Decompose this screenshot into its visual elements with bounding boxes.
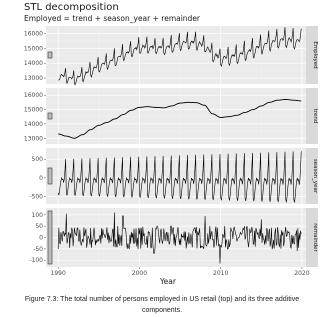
- scale-bar: [47, 167, 53, 185]
- panel-remainder: -100 -50 0 50 100 remainder 1990 2000 2010 2020: [29, 208, 318, 277]
- facet-strip: [306, 148, 318, 204]
- y-tick-label: 16000: [24, 92, 43, 99]
- scale-bar: [47, 112, 53, 120]
- panel-background: [46, 88, 306, 144]
- y-tick-label: 14000: [24, 60, 43, 67]
- panel-background: [46, 148, 306, 204]
- y-tick-label: 15000: [24, 107, 43, 114]
- panel-season-year: -500 0 500 season_year: [29, 148, 318, 204]
- series-line-trend: [58, 99, 302, 139]
- facet-strip: [306, 88, 318, 144]
- y-tick-label: 500: [32, 156, 44, 163]
- x-tick-label: 2020: [294, 270, 309, 277]
- x-axis-label: Year: [159, 277, 177, 286]
- x-tick-label: 1990: [51, 270, 66, 277]
- series-line-remainder: [57, 212, 302, 264]
- x-tick-label: 2010: [213, 270, 228, 277]
- y-tick-label: 16000: [24, 30, 43, 37]
- y-tick-label: 0: [39, 175, 43, 182]
- scale-bar: [47, 210, 53, 265]
- series-line-Employed: [58, 27, 302, 86]
- facet-strip: [306, 26, 318, 84]
- facet-strip-label: season_year: [312, 159, 318, 194]
- y-tick-label: -100: [29, 257, 43, 264]
- facet-strip: [306, 208, 318, 267]
- panels-group: 13000140001500016000Employed130001400015…: [24, 26, 318, 277]
- y-tick-label: 15000: [24, 45, 43, 52]
- panel-trend: 13000 14000 15000 16000 trend: [24, 88, 318, 144]
- x-tick-label: 2000: [132, 270, 147, 277]
- y-tick-label: 13000: [24, 135, 43, 142]
- y-tick-label: 50: [35, 223, 43, 230]
- figure-caption: Figure 7.3: The total number of persons …: [24, 296, 300, 314]
- facet-strip-label: remainder: [312, 223, 318, 252]
- panel-background: [46, 26, 306, 84]
- facet-strip-label: trend: [312, 109, 318, 124]
- y-tick-label: 0: [39, 235, 43, 242]
- chart-title: STL decomposition: [24, 2, 119, 13]
- y-tick-label: 14000: [24, 121, 43, 128]
- facet-strip-label: Employed: [312, 41, 318, 68]
- y-tick-label: -50: [33, 246, 43, 253]
- series-line-season-year: [57, 151, 302, 203]
- scale-bar: [47, 51, 53, 59]
- chart-subtitle: Employed = trend + season_year + remaind…: [24, 14, 201, 23]
- y-tick-label: -500: [29, 194, 43, 201]
- y-tick-label: 13000: [24, 75, 43, 82]
- y-tick-label: 100: [32, 212, 44, 219]
